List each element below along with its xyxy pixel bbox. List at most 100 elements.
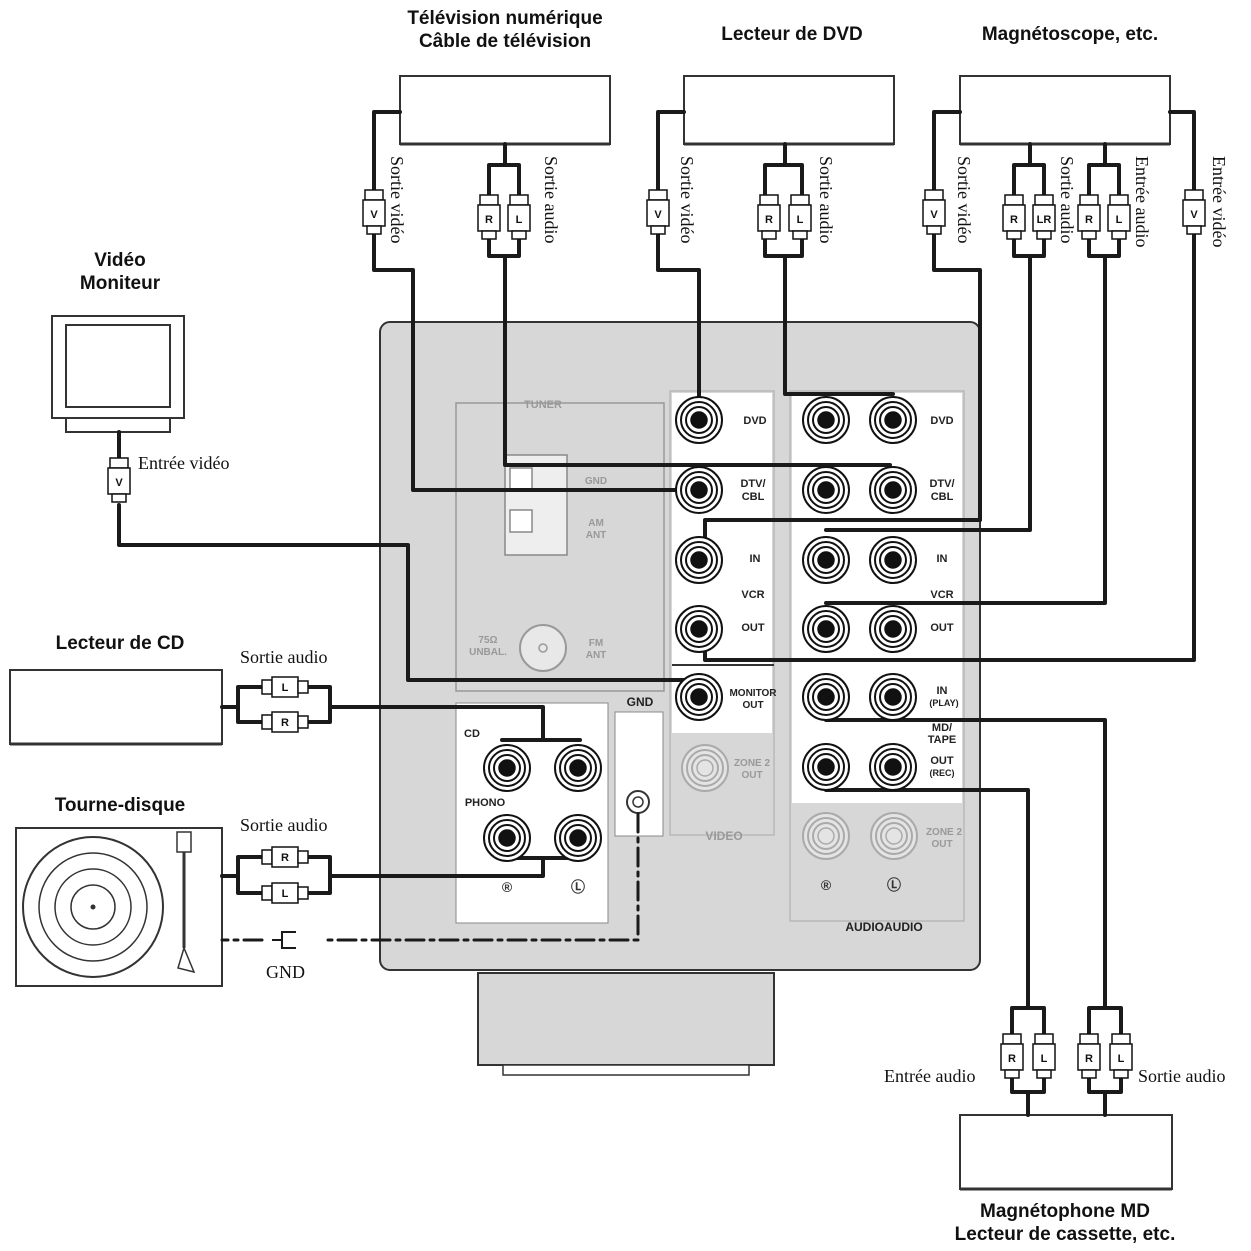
jack-audio-md-in-l	[869, 673, 917, 721]
jack-cd-l	[554, 744, 602, 792]
plug-md-in-r-text: R	[1008, 1053, 1016, 1065]
dtv-audio-out-label: Sortie audio	[541, 156, 561, 244]
plug-vcr-audio-in-r-text: R	[1085, 214, 1093, 226]
panel-label-zone2-out-audio: OUT	[931, 839, 952, 850]
panel-label-in-play: IN	[937, 685, 948, 697]
plug-vcr-audio-in-l-text: L	[1116, 214, 1123, 226]
cable-gnd	[220, 812, 640, 942]
dvd-box	[683, 75, 895, 145]
panel-label-r-cd: ®	[502, 879, 513, 895]
plug-cd-l: L	[261, 676, 309, 698]
plug-cd-r-text: R	[281, 717, 289, 729]
plug-dvd-audio-r: R	[757, 194, 781, 240]
plug-phono-l: L	[261, 882, 309, 904]
panel-label-vcr-video: VCR	[741, 589, 764, 601]
panel-label-out-audio: OUT	[930, 622, 954, 634]
cable-cd	[220, 685, 582, 742]
dtv-title-line1: Télévision numérique	[407, 8, 603, 29]
plug-md-out-l-text: L	[1118, 1053, 1125, 1065]
fm-ant-jack	[519, 624, 567, 672]
panel-label-cbl-audio: CBL	[931, 491, 954, 503]
jack-video-dtv	[675, 466, 723, 514]
jack-video-monitor-out	[675, 673, 723, 721]
jack-layer	[483, 396, 918, 862]
jack-audio-dvd-l	[869, 396, 917, 444]
md-title-line2: Lecteur de cassette, etc.	[954, 1223, 1176, 1245]
panel-label-dvd-audio: DVD	[930, 415, 953, 427]
jack-audio-vcr-out-r	[802, 605, 850, 653]
vcr-video-in-label: Entrée vidéo	[1209, 156, 1229, 248]
cable-dtv-audio	[487, 142, 892, 467]
tuner-section	[455, 402, 665, 692]
panel-label-in-audio: IN	[937, 553, 948, 565]
panel-label-75ohm: 75Ω	[478, 635, 497, 646]
gnd-lug	[272, 931, 296, 949]
jack-audio-vcr-in-r	[802, 536, 850, 584]
panel-label-unbal: UNBAL.	[469, 647, 507, 658]
dvd-audio-out-label: Sortie audio	[816, 156, 836, 244]
plug-phono-r-text: R	[281, 852, 289, 864]
plug-dtv-audio-l: L	[507, 194, 531, 240]
jack-audio-dtv-r	[802, 466, 850, 514]
panel-label-md: MD/	[932, 722, 952, 734]
dvd-title: Lecteur de DVD	[721, 24, 863, 45]
cable-dvd-video	[656, 110, 701, 422]
panel-label-zone2-out-video: OUT	[741, 770, 762, 781]
jack-audio-vcr-out-l	[869, 605, 917, 653]
jack-audio-zone2-l	[870, 812, 918, 860]
gnd-screw-terminal-inner	[632, 796, 644, 808]
md-title-line1: Magnétophone MD	[980, 1201, 1150, 1222]
panel-label-in-video: IN	[750, 553, 761, 565]
cable-dtv-video	[372, 110, 692, 492]
plug-vcr-audio-in-r: R	[1077, 194, 1101, 240]
turntable-groove-3	[70, 884, 116, 930]
jack-audio-md-out-r	[802, 743, 850, 791]
cable-vcr-video-out	[703, 110, 982, 557]
dtv-title: Télévision numérique Câble de télévision	[370, 8, 640, 54]
turntable-title: Tourne-disque	[54, 795, 186, 816]
plug-monitor-video-text: V	[115, 477, 123, 489]
plug-vcr-audio-out-lr: LR	[1032, 194, 1056, 240]
jack-video-dvd	[675, 396, 723, 444]
jack-audio-md-in-r	[802, 673, 850, 721]
panel-label-zone2-audio: ZONE 2	[926, 827, 963, 838]
vcr-box	[959, 75, 1171, 145]
jack-cd-r	[483, 744, 531, 792]
audio-section	[789, 390, 965, 922]
jack-video-vcr-in	[675, 536, 723, 584]
panel-label-vcr-audio: VCR	[930, 589, 953, 601]
dtv-video-out-label: Sortie vidéo	[387, 156, 407, 244]
plug-vcr-audio-out-lr-text: LR	[1037, 214, 1052, 226]
plug-vcr-video-in-text: V	[1190, 209, 1198, 221]
panel-label-cd: CD	[464, 728, 480, 740]
plug-vcr-video-in: V	[1182, 189, 1206, 235]
receiver-stand-foot	[502, 1064, 750, 1076]
tonearm-pivot	[176, 831, 192, 853]
tonearm-head	[177, 945, 196, 974]
gnd-cable-label: GND	[266, 962, 305, 982]
cd-title: Lecteur de CD	[55, 633, 185, 654]
panel-label-tape: TAPE	[928, 734, 957, 746]
cable-vcr-audio-in	[824, 142, 1121, 605]
phono-audio-out-label: Sortie audio	[240, 815, 328, 835]
jack-video-zone2-out	[681, 744, 729, 792]
md-audio-out-label: Sortie audio	[1138, 1066, 1226, 1086]
jack-audio-zone2-r	[802, 812, 850, 860]
monitor-base	[65, 417, 171, 433]
plug-md-in-l-text: L	[1041, 1053, 1048, 1065]
jack-video-vcr-out	[675, 605, 723, 653]
plug-md-in-r: R	[1000, 1033, 1024, 1079]
plug-dtv-video-text: V	[370, 209, 378, 221]
plug-monitor-video: V	[107, 457, 131, 503]
panel-label-l-cd: Ⓛ	[571, 879, 585, 895]
monitor-title-line1: Vidéo	[94, 250, 146, 271]
panel-label-monitor-out: OUT	[742, 700, 763, 711]
plug-dvd-audio-l-text: L	[797, 214, 804, 226]
plug-vcr-audio-out-r-text: R	[1010, 214, 1018, 226]
vcr-title: Magnétoscope, etc.	[981, 24, 1159, 45]
dvd-video-out-label: Sortie vidéo	[677, 156, 697, 244]
vcr-audio-out-label: Sortie audio	[1057, 156, 1077, 244]
panel-label-am: AM	[588, 518, 604, 529]
plug-md-out-r-text: R	[1085, 1053, 1093, 1065]
panel-label-fm-ant: ANT	[586, 650, 607, 661]
